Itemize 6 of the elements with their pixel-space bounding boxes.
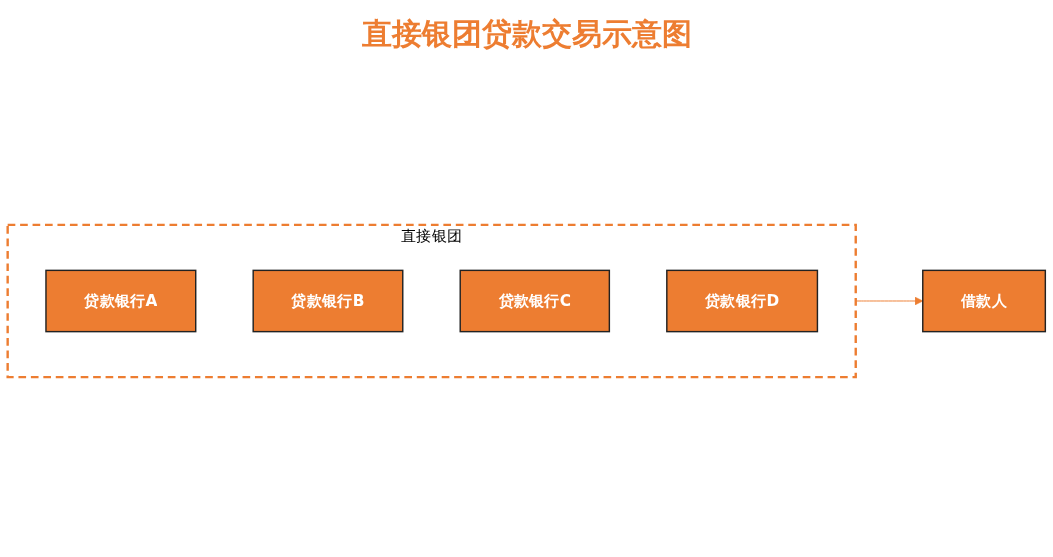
node-box: 贷款银行D (666, 269, 819, 333)
diagram-title: 直接银团贷款交易示意图 (360, 15, 693, 53)
node-box: 贷款银行A (45, 269, 197, 333)
node-box: 贷款银行C (459, 269, 611, 333)
node-box: 贷款银行B (252, 269, 404, 333)
node-box: 借款人 (922, 269, 1047, 333)
